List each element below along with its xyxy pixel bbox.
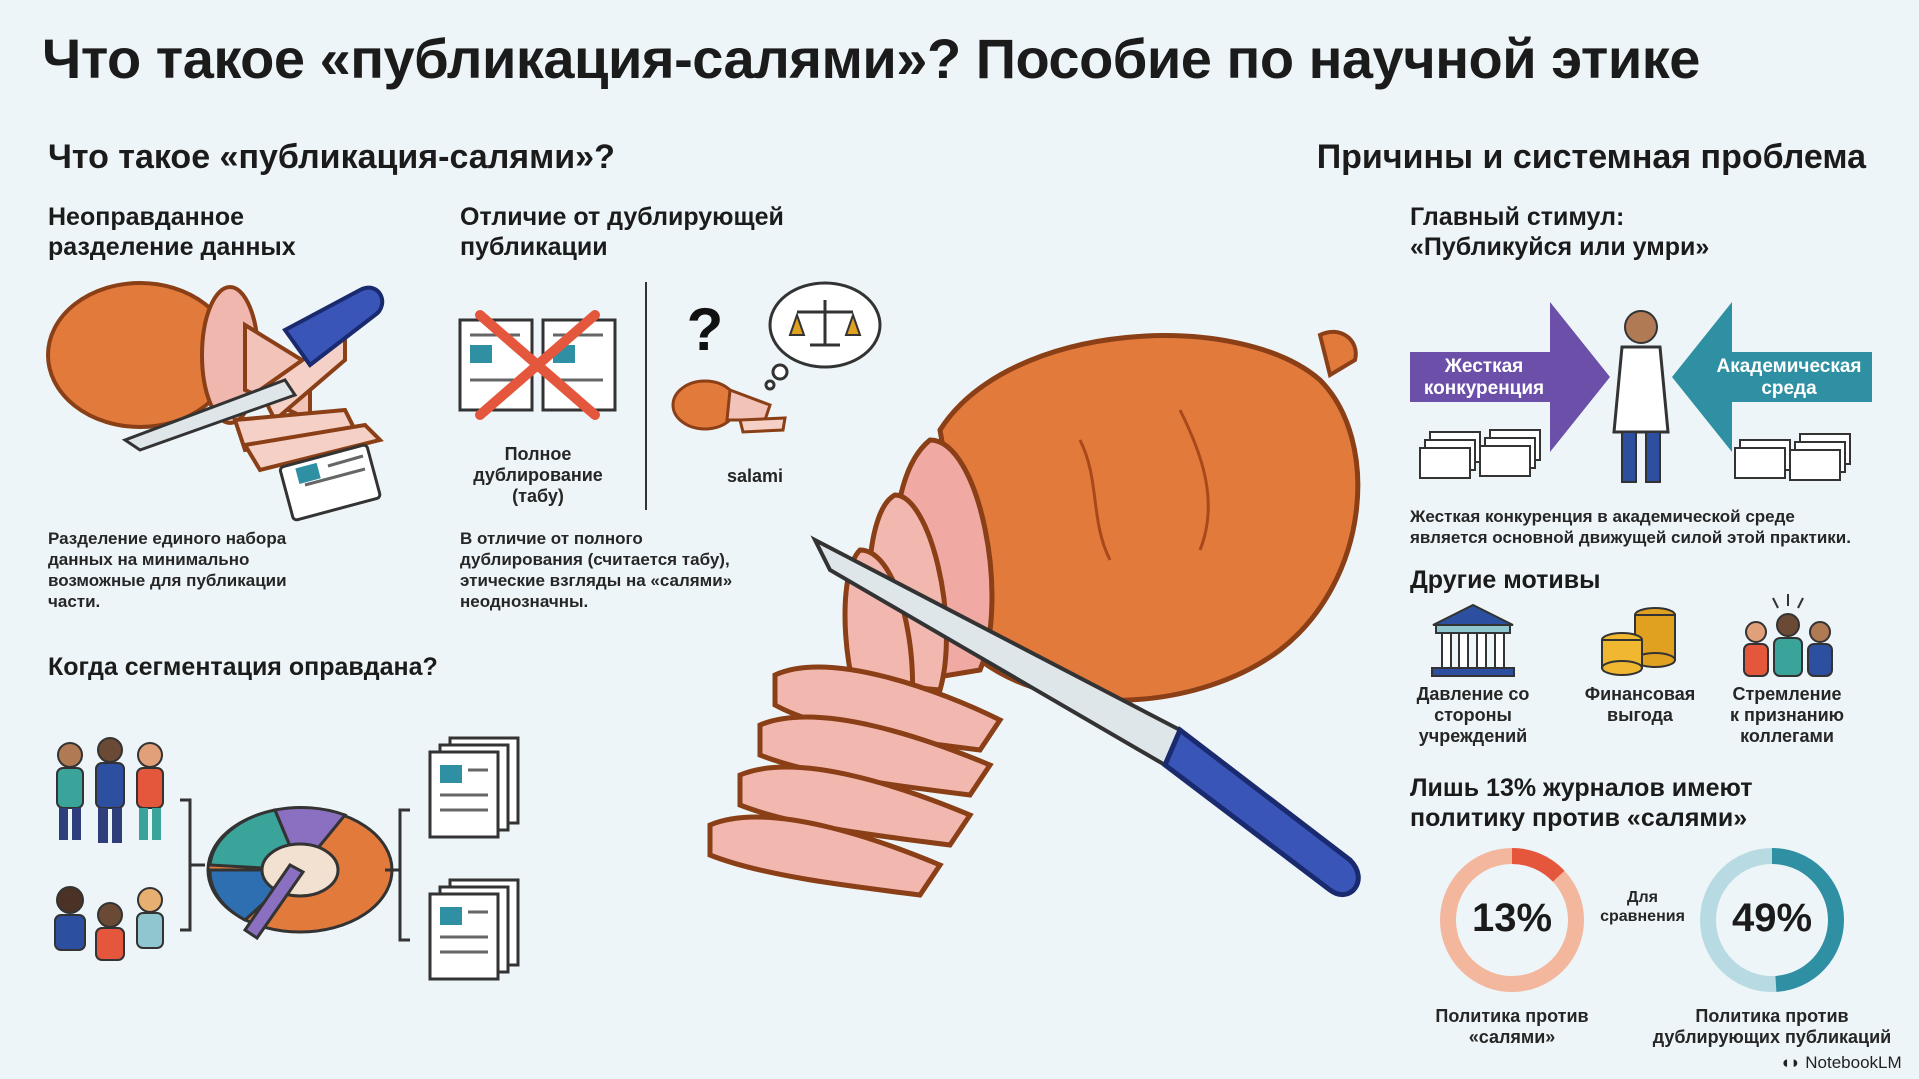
donut-salami-policy xyxy=(1440,848,1584,992)
stimulus-line1: Главный стимул: xyxy=(1410,203,1625,231)
donut-caption: Политика против «салями» xyxy=(1412,1006,1612,1048)
donut-value-label: 49% xyxy=(1731,896,1813,940)
split-desc-line: части. xyxy=(48,592,101,611)
split-heading-line1: Неоправданное xyxy=(48,203,245,231)
arrow-label-competition: Жесткая конкуренция xyxy=(1414,356,1554,400)
stimulus-heading: Главный стимул: «Публикуйся или умри» xyxy=(1410,202,1709,262)
motive-line: учреждений xyxy=(1418,726,1528,746)
coins-icon xyxy=(1601,607,1676,676)
motive-line: выгода xyxy=(1607,705,1673,725)
donut-value-arc xyxy=(1700,848,1844,992)
salami-label: salami xyxy=(726,466,784,486)
dup-description: В отличие от полного дублирования (счита… xyxy=(460,528,732,612)
motive-line: коллегами xyxy=(1740,726,1834,746)
full-dup-line: дублирование xyxy=(473,465,603,485)
segmentation-illustration xyxy=(54,736,520,981)
motive-label: Стремление к признанию коллегами xyxy=(1712,684,1862,747)
comparison-label: Для сравнения xyxy=(1590,888,1695,926)
full-duplication-label: Полное дублирование (табу) xyxy=(448,444,628,507)
motive-line: Давление со xyxy=(1416,684,1530,704)
dup-heading: Отличие от дублирующей публикации xyxy=(460,202,784,262)
dup-desc-line: неоднозначны. xyxy=(460,592,589,611)
page-title: Что такое «публикация-салями»? Пособие п… xyxy=(42,27,1700,90)
duplicate-papers-crossed-icon xyxy=(458,310,617,420)
stimulus-line2: «Публикуйся или умри» xyxy=(1410,233,1710,261)
brand-name: NotebookLM xyxy=(1805,1053,1902,1072)
dup-heading-line1: Отличие от дублирующей xyxy=(460,203,784,231)
donut-caption: Политика против дублирующих публикаций xyxy=(1637,1006,1907,1048)
split-heading: Неоправданное разделение данных xyxy=(48,202,296,262)
split-heading-line2: разделение данных xyxy=(48,233,296,261)
papers-stack-top-icon xyxy=(428,736,520,839)
donut-caption-line: дублирующих публикаций xyxy=(1652,1027,1892,1047)
stat-heading-line2: политику против «салями» xyxy=(1410,804,1748,832)
people-group-top-icon xyxy=(56,737,164,843)
arrow-label-line: среда xyxy=(1761,378,1817,399)
motive-line: стороны xyxy=(1434,705,1512,725)
arrow-label-line: Академическая xyxy=(1716,356,1862,377)
split-desc-line: Разделение единого набора xyxy=(48,529,287,548)
dup-desc-line: этические взгляды на «салями» xyxy=(460,571,733,590)
split-desc-line: возможные для публикации xyxy=(48,571,287,590)
full-dup-line: Полное xyxy=(504,444,572,464)
dup-heading-line2: публикации xyxy=(460,233,608,261)
full-dup-line: (табу) xyxy=(512,486,564,506)
stat-heading: Лишь 13% журналов имеют политику против … xyxy=(1410,773,1753,833)
data-pie-knife-icon xyxy=(206,805,394,941)
arrow-label-academic: Академическая среда xyxy=(1704,356,1874,400)
big-salami-knife-illustration xyxy=(707,329,1361,898)
comparison-line: сравнения xyxy=(1600,908,1685,925)
competition-description: Жесткая конкуренция в академической сред… xyxy=(1410,506,1851,548)
motive-line: к признанию xyxy=(1729,705,1845,725)
segmentation-heading: Когда сегментация оправдана? xyxy=(48,653,438,681)
colleagues-icon xyxy=(1743,594,1833,677)
svg-text:?: ? xyxy=(687,296,724,363)
donut-caption-line: Политика против xyxy=(1695,1006,1849,1026)
arrow-label-line: конкуренция xyxy=(1423,378,1545,399)
motives-heading: Другие мотивы xyxy=(1410,566,1601,594)
donut-value-label: 13% xyxy=(1471,896,1553,940)
dup-desc-line: дублирования (считается табу), xyxy=(460,550,730,569)
stat-heading-line1: Лишь 13% журналов имеют xyxy=(1410,774,1753,802)
institution-icon xyxy=(1431,603,1515,677)
competition-desc-line: Жесткая конкуренция в академической сред… xyxy=(1410,507,1795,526)
split-desc-line: данных на минимально xyxy=(48,550,250,569)
donut-caption-line: «салями» xyxy=(1468,1027,1556,1047)
pressure-arrows-scientist-illustration xyxy=(1410,302,1872,483)
brand-mark: ◖◗ NotebookLM xyxy=(1780,1053,1902,1073)
motive-label: Финансовая выгода xyxy=(1565,684,1715,726)
motive-line: Стремление xyxy=(1732,684,1842,704)
right-section-heading: Причины и системная проблема xyxy=(1316,138,1866,176)
paper-stacks-left-icon xyxy=(1419,429,1541,479)
scientist-icon xyxy=(1612,310,1670,483)
notebook-icon: ◖◗ xyxy=(1780,1053,1806,1072)
dup-desc-line: В отличие от полного xyxy=(460,529,643,548)
competition-desc-line: является основной движущей силой этой пр… xyxy=(1410,528,1851,547)
papers-stack-bottom-icon xyxy=(428,878,520,981)
split-description: Разделение единого набора данных на мини… xyxy=(48,528,287,612)
donut-duplicate-policy xyxy=(1700,848,1844,992)
paper-stacks-right-icon xyxy=(1734,433,1851,481)
divider xyxy=(645,282,647,510)
motive-label: Давление со стороны учреждений xyxy=(1398,684,1548,747)
donut-caption-line: Политика против xyxy=(1435,1006,1589,1026)
small-salami-knife-icon xyxy=(46,281,385,522)
donut-value-arc xyxy=(1440,848,1584,992)
salami-question-scale-icon: ? xyxy=(671,281,882,434)
arrow-label-line: Жесткая xyxy=(1444,356,1524,377)
left-section-heading: Что такое «публикация-салями»? xyxy=(48,138,615,176)
motive-line: Финансовая xyxy=(1584,684,1696,704)
comparison-line: Для xyxy=(1627,889,1658,906)
people-group-bottom-icon xyxy=(54,886,164,961)
